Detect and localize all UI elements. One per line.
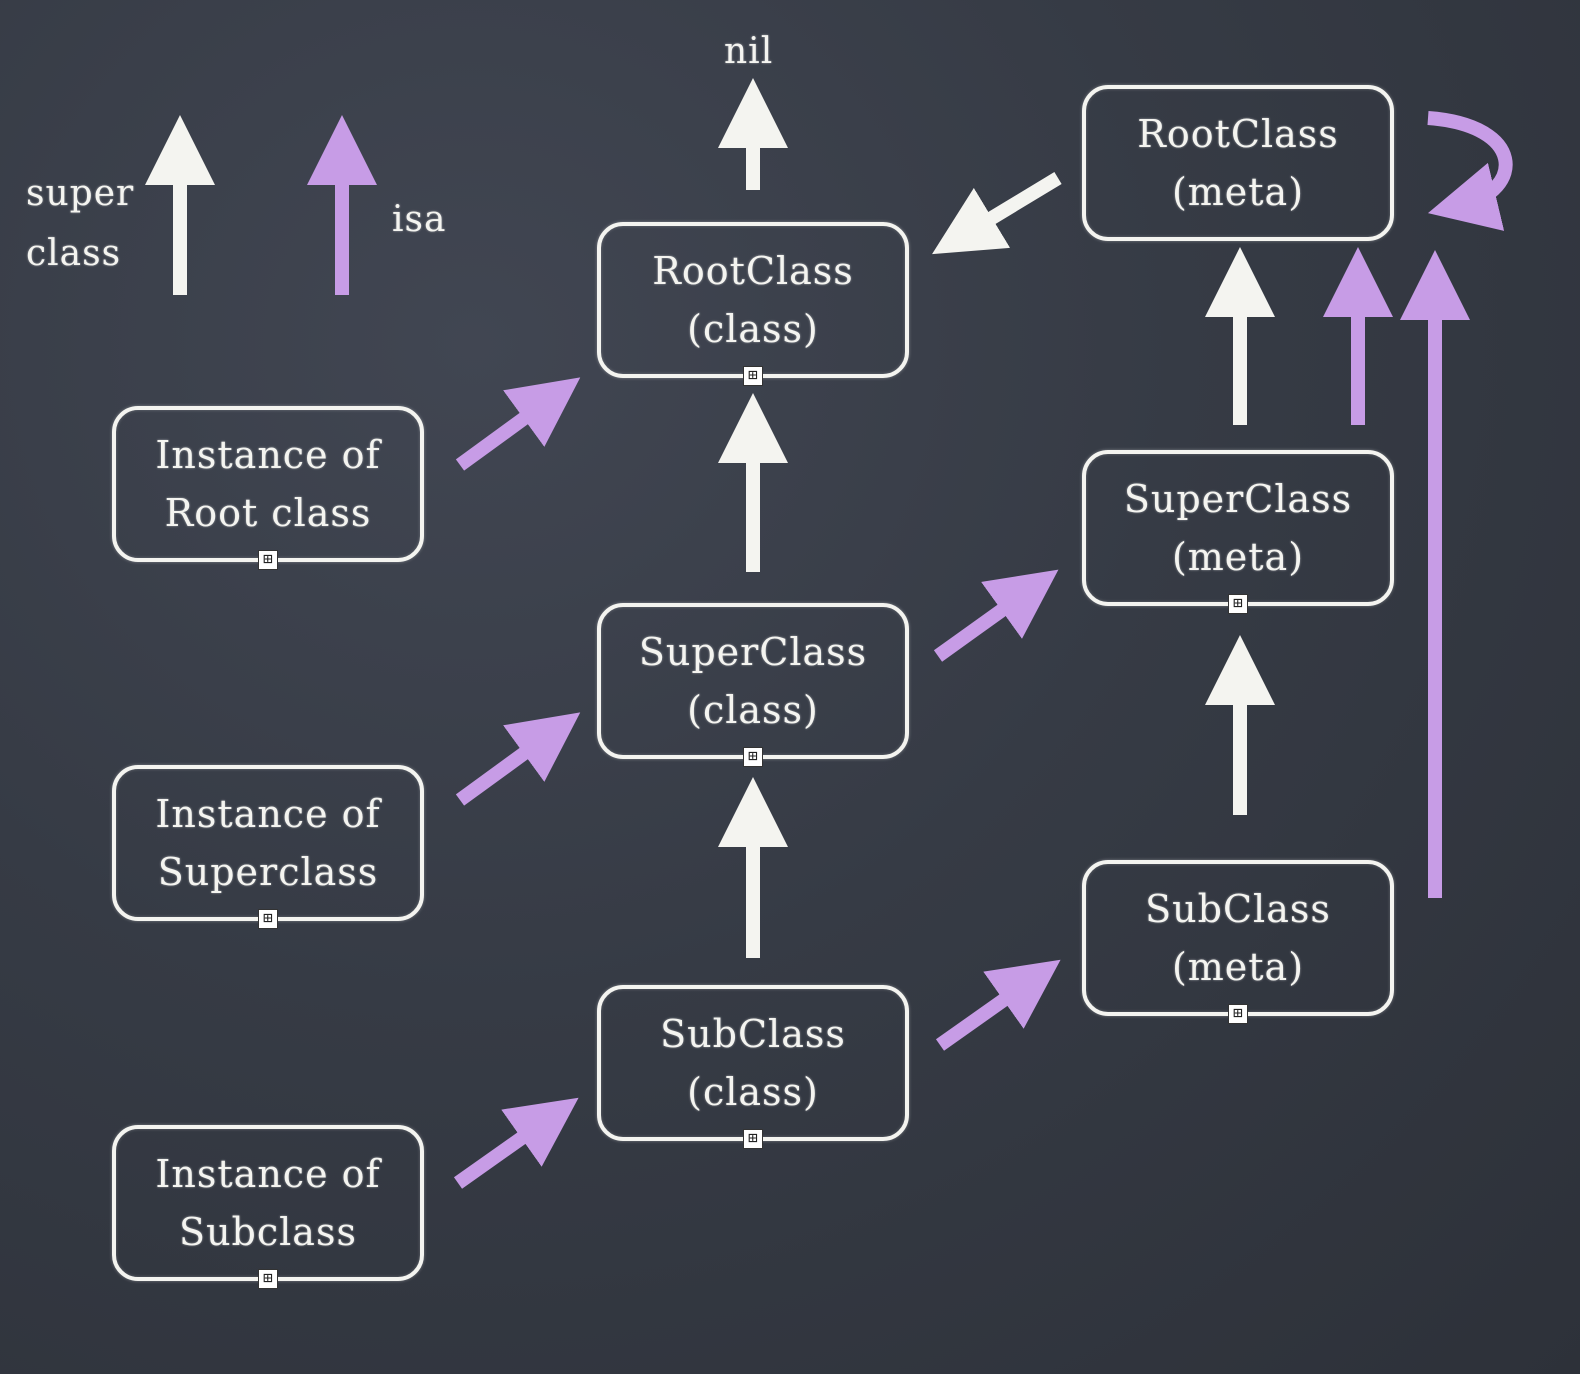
legend-superclass-line1: super [26,173,135,214]
node-sub-class: SubClass (class) ⊞ [597,985,909,1149]
node-line1: SubClass [1145,887,1331,931]
node-line1: SubClass [660,1012,846,1056]
legend-superclass-line2: class [26,233,122,274]
inst-super-isa-arrow [455,712,581,806]
inst-root-isa-arrow [455,377,581,471]
node-line1: Instance of [155,433,381,477]
node-line2: (class) [687,688,819,732]
sub-class-isa-arrow [935,959,1061,1051]
legend-isa-label: isa [392,199,447,240]
node-instance-of-subclass: Instance of Subclass ⊞ [112,1125,424,1289]
expand-handle-icon[interactable]: ⊞ [258,550,278,570]
expand-handle-icon[interactable]: ⊞ [258,909,278,929]
node-line1: SuperClass [1123,477,1353,521]
node-line1: Instance of [155,792,381,836]
node-line1: Instance of [155,1152,381,1196]
node-root-meta: RootClass (meta) [1082,85,1394,241]
node-line1: RootClass [652,249,854,293]
inst-sub-isa-arrow [453,1097,579,1189]
expand-handle-icon[interactable]: ⊞ [743,747,763,767]
node-instance-of-root-class: Instance of Root class ⊞ [112,406,424,570]
expand-handle-icon[interactable]: ⊞ [1228,594,1248,614]
expand-handle-icon[interactable]: ⊞ [743,366,763,386]
node-line2: Subclass [179,1210,357,1254]
expand-handle-icon[interactable]: ⊞ [1228,1004,1248,1024]
node-line2: (class) [687,307,819,351]
node-line1: RootClass [1137,112,1339,156]
node-sub-meta: SubClass (meta) ⊞ [1082,860,1394,1024]
node-line2: Superclass [157,850,379,894]
node-line2: (meta) [1171,945,1305,989]
node-line1: SuperClass [638,630,868,674]
legend-superclass-label: super class [26,164,134,284]
nil-label: nil [724,31,774,72]
root-meta-to-root-class-arrow [932,172,1062,255]
root-meta-isa-self-loop [1427,111,1513,231]
super-class-isa-arrow [933,569,1059,662]
node-super-class: SuperClass (class) ⊞ [597,603,909,767]
node-line2: (meta) [1171,170,1305,214]
node-line2: (meta) [1171,535,1305,579]
node-root-class: RootClass (class) ⊞ [597,222,909,386]
node-super-meta: SuperClass (meta) ⊞ [1082,450,1394,614]
node-instance-of-superclass: Instance of Superclass ⊞ [112,765,424,929]
node-line2: Root class [164,491,372,535]
expand-handle-icon[interactable]: ⊞ [258,1269,278,1289]
expand-handle-icon[interactable]: ⊞ [743,1129,763,1149]
node-line2: (class) [687,1070,819,1114]
